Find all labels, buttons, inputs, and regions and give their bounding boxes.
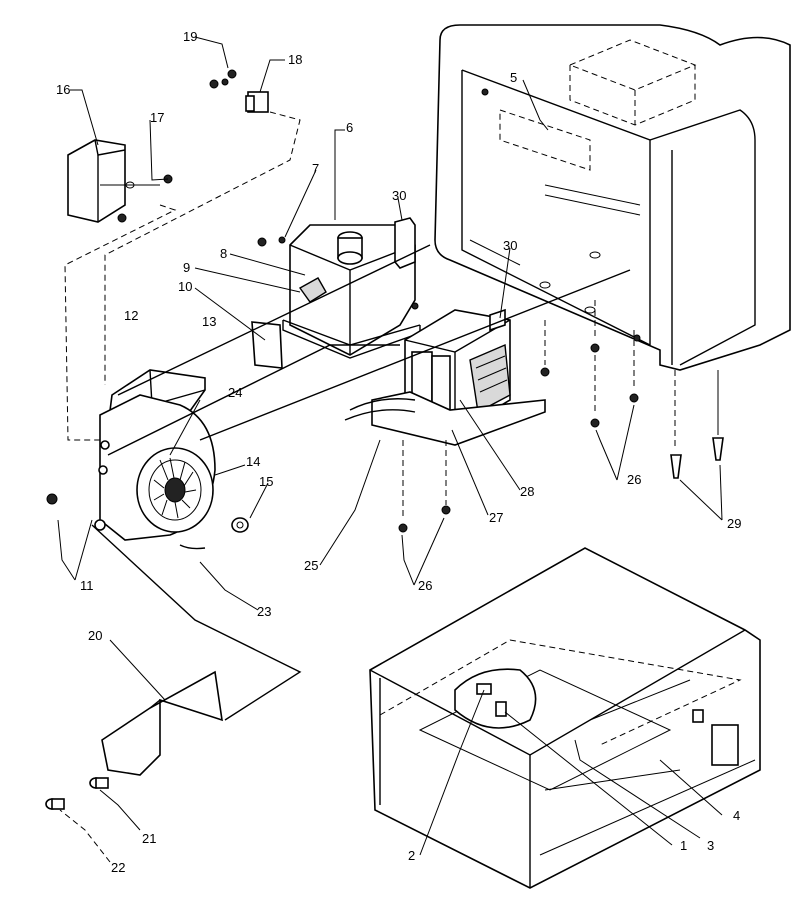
callout-14: 14 — [246, 454, 260, 469]
fan-motor-part — [67, 139, 173, 223]
thermal-switch-part — [209, 69, 269, 113]
callout-3: 3 — [707, 838, 714, 853]
magnetron-part — [257, 224, 421, 359]
callout-23: 23 — [257, 604, 271, 619]
base-cabinet-part — [369, 547, 761, 889]
callout-9: 9 — [183, 260, 190, 275]
callout-5: 5 — [510, 70, 517, 85]
callout-6: 6 — [346, 120, 353, 135]
transformer-part — [344, 308, 546, 446]
callout-18: 18 — [288, 52, 302, 67]
callout-labels: 19 18 16 17 6 5 7 30 8 30 9 10 12 13 24 … — [56, 29, 741, 875]
screws-part — [398, 343, 724, 533]
callout-7: 7 — [312, 161, 319, 176]
callout-21: 21 — [142, 831, 156, 846]
callout-29: 29 — [727, 516, 741, 531]
callout-19: 19 — [183, 29, 197, 44]
callout-13: 13 — [202, 314, 216, 329]
callout-30-upper: 30 — [392, 188, 406, 203]
callout-12: 12 — [124, 308, 138, 323]
blower-assembly-part — [46, 369, 249, 550]
callout-16: 16 — [56, 82, 70, 97]
callout-20: 20 — [88, 628, 102, 643]
cabinet-part — [434, 24, 791, 371]
insulation-sheet-part — [251, 321, 283, 369]
callout-10: 10 — [178, 279, 192, 294]
callout-26-right: 26 — [627, 472, 641, 487]
callout-30-lower: 30 — [503, 238, 517, 253]
callout-26-left: 26 — [418, 578, 432, 593]
callout-24: 24 — [228, 385, 242, 400]
callout-22: 22 — [111, 860, 125, 875]
callout-15: 15 — [259, 474, 273, 489]
callout-27: 27 — [489, 510, 503, 525]
leader-lines — [57, 36, 723, 863]
callout-4: 4 — [733, 808, 740, 823]
callout-17: 17 — [150, 110, 164, 125]
callout-11: 11 — [80, 578, 94, 593]
callout-28: 28 — [520, 484, 534, 499]
callout-1: 1 — [680, 838, 687, 853]
air-guide-part — [45, 670, 223, 810]
callout-8: 8 — [220, 246, 227, 261]
callout-25: 25 — [304, 558, 318, 573]
callout-2: 2 — [408, 848, 415, 863]
